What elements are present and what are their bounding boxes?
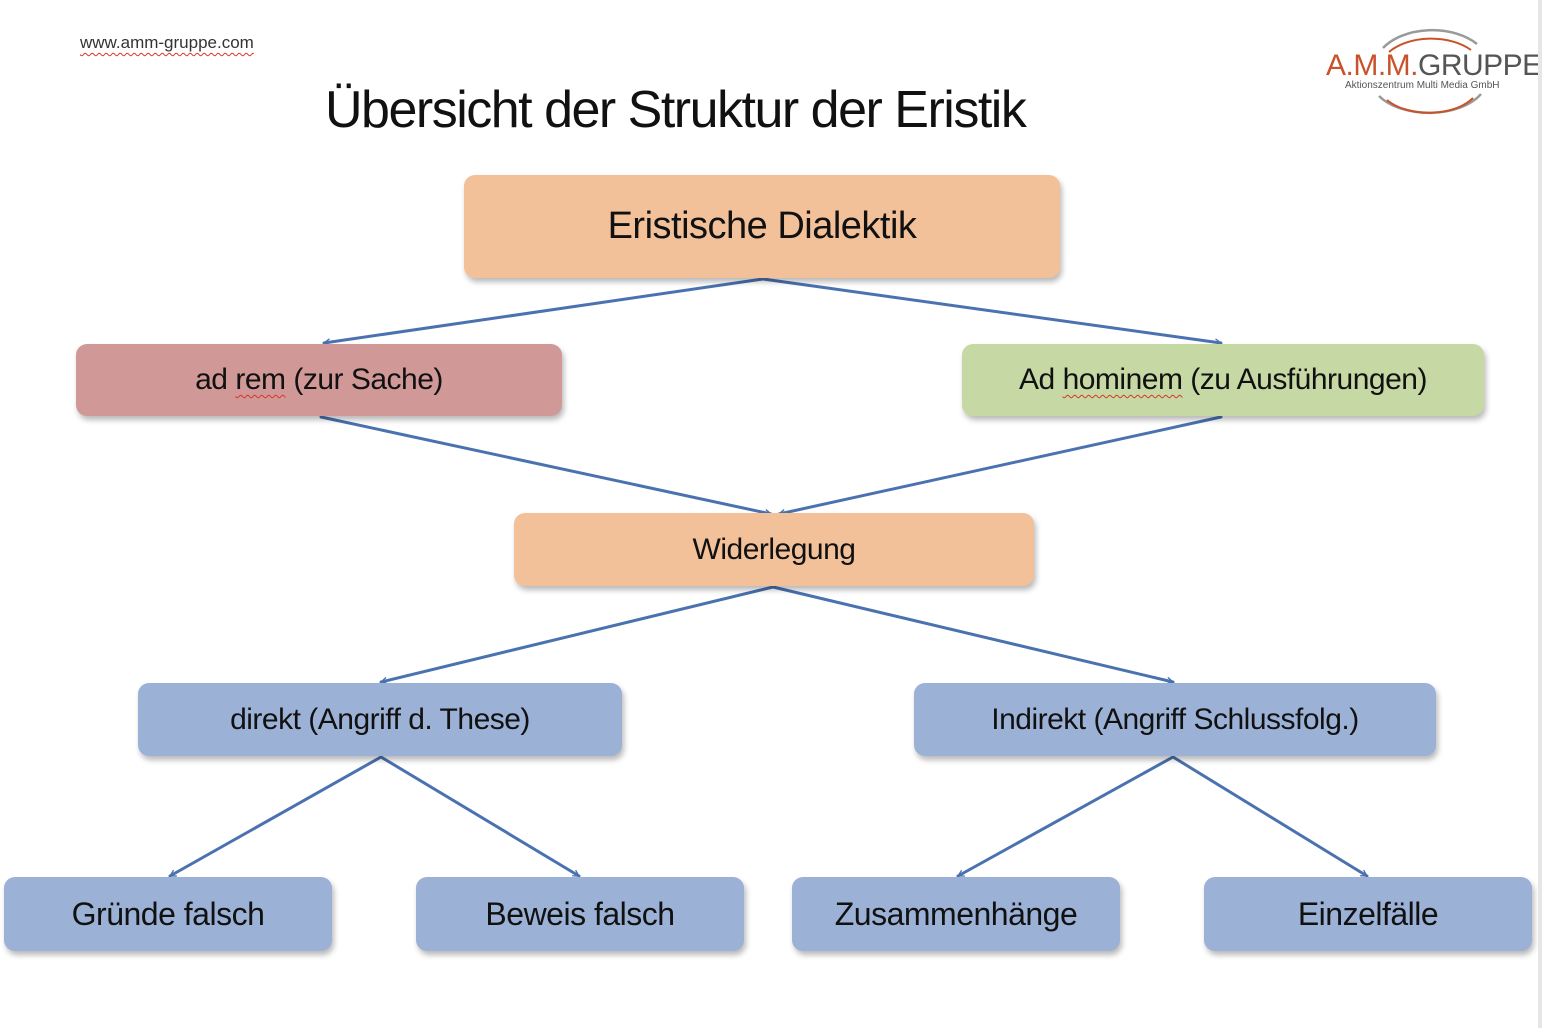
- node-beweis-falsch: Beweis falsch: [416, 877, 744, 951]
- logo-brand-gruppe: GRUPPE: [1418, 49, 1542, 82]
- node-direkt: direkt (Angriff d. These): [138, 683, 622, 756]
- logo-brand-amm: A.M.M.: [1326, 49, 1419, 82]
- logo-brand: A.M.M.GRUPPE: [1326, 49, 1542, 83]
- arrow-widerlegung-to-direkt: [379, 585, 775, 682]
- node-label-pre: ad: [195, 363, 236, 396]
- node-ad-rem: ad rem (zur Sache): [76, 344, 562, 416]
- arrow-direkt-to-beweis: [379, 755, 581, 878]
- arrow-indirekt-to-einzelfaelle: [1171, 755, 1369, 878]
- node-label: Einzelfälle: [1297, 895, 1439, 932]
- node-ad-hominem: Ad hominem (zu Ausführungen): [962, 344, 1484, 416]
- node-label-post: (zu Ausführungen): [1182, 363, 1427, 396]
- arrow-indirekt-to-zusammenhaenge: [956, 755, 1175, 878]
- node-label: Beweis falsch: [485, 895, 675, 932]
- node-label-spell: hominem: [1062, 363, 1183, 396]
- node-eristische-dialektik: Eristische Dialektik: [464, 175, 1060, 278]
- node-label-pre: Ad: [1019, 363, 1063, 396]
- node-label-spell: rem: [235, 363, 286, 396]
- node-label: Indirekt (Angriff Schlussfolg.): [991, 702, 1359, 736]
- arrow-adrem-to-widerlegung: [319, 415, 773, 514]
- node-label: Eristische Dialektik: [607, 205, 917, 247]
- logo-ring-icon: [1378, 28, 1482, 115]
- node-zusammenhaenge: Zusammenhänge: [792, 877, 1120, 951]
- arrow-direkt-to-gruende: [168, 755, 383, 878]
- node-widerlegung: Widerlegung: [514, 513, 1034, 586]
- company-logo: A.M.M.GRUPPE Aktionszentrum Multi Media …: [1320, 8, 1542, 128]
- node-label: Gründe falsch: [71, 895, 265, 932]
- arrow-widerlegung-to-indirekt: [771, 585, 1175, 682]
- node-indirekt: Indirekt (Angriff Schlussfolg.): [914, 683, 1436, 756]
- arrow-root-to-adhominem: [761, 277, 1223, 343]
- arrow-root-to-adrem: [322, 277, 765, 343]
- node-einzelfaelle: Einzelfälle: [1204, 877, 1532, 951]
- website-url[interactable]: www.amm-gruppe.com: [80, 33, 254, 52]
- node-label: direkt (Angriff d. These): [230, 702, 530, 736]
- right-edge-divider: [1538, 0, 1542, 1028]
- arrow-adhominem-to-widerlegung: [777, 415, 1223, 514]
- node-label-post: (zur Sache): [285, 363, 443, 396]
- logo-subtitle: Aktionszentrum Multi Media GmbH: [1345, 80, 1500, 91]
- node-label: Widerlegung: [692, 532, 856, 566]
- node-label: Zusammenhänge: [834, 895, 1078, 932]
- node-gruende-falsch: Gründe falsch: [4, 877, 332, 951]
- page-title: Übersicht der Struktur der Eristik: [325, 81, 1027, 139]
